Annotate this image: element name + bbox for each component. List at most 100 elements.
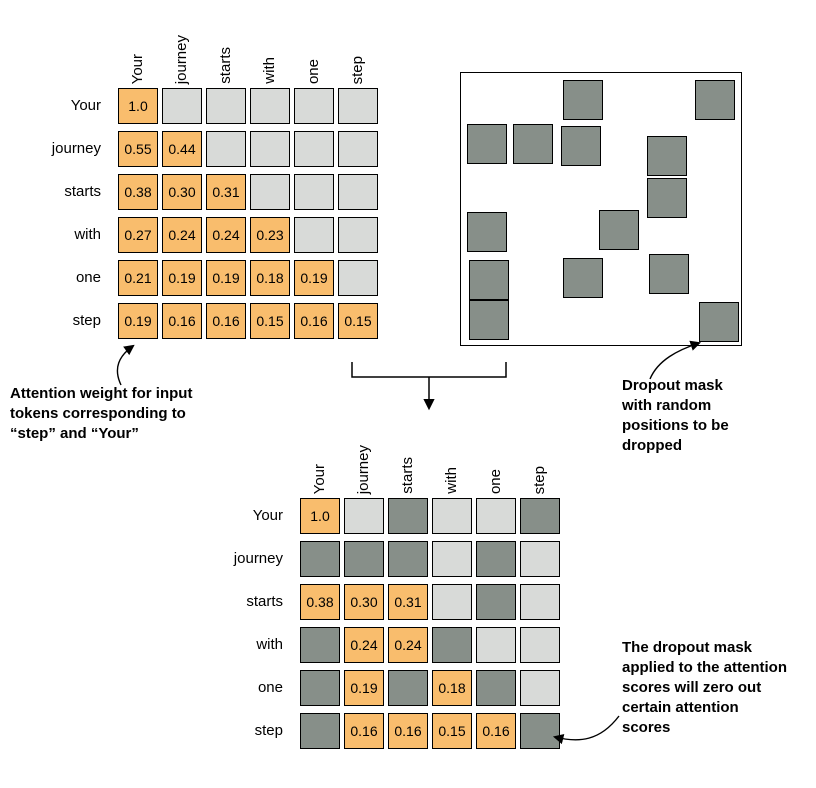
attn-cell-Your-Your: 1.0 (118, 88, 158, 124)
attn-row-label-Your: Your (70, 97, 101, 114)
result-cell-Your-journey (344, 498, 384, 534)
result-cell-starts-starts: 0.31 (388, 584, 428, 620)
result-row-label-with: with (256, 636, 283, 653)
result-cell-step-with: 0.15 (432, 713, 472, 749)
attn-cell-journey-starts (206, 131, 246, 167)
result-cell-journey-one (476, 541, 516, 577)
result-col-label-journey: journey (354, 444, 372, 494)
mask-square-1-4 (647, 136, 687, 176)
mask-square-0-2 (563, 80, 603, 120)
attention-weight-annotation: Attention weight for input tokens corres… (10, 385, 193, 442)
attn-cell-step-Your: 0.19 (118, 303, 158, 339)
attn-col-label-one: one (304, 58, 322, 84)
attention-note-arrow (116, 344, 135, 386)
result-cell-starts-step (520, 584, 560, 620)
result-row-label-journey: journey (233, 550, 283, 567)
result-cell-step-step (520, 713, 560, 749)
mask-square-4-4 (649, 254, 689, 294)
result-row-label-Your: Your (252, 507, 283, 524)
result-cell-Your-with (432, 498, 472, 534)
attn-cell-with-Your: 0.27 (118, 217, 158, 253)
result-row-label-starts: starts (246, 593, 283, 610)
attn-cell-one-with: 0.18 (250, 260, 290, 296)
result-cell-one-starts (388, 670, 428, 706)
attn-cell-Your-journey (162, 88, 202, 124)
attn-cell-journey-Your: 0.55 (118, 131, 158, 167)
result-col-label-one: one (486, 468, 504, 494)
attn-cell-one-journey: 0.19 (162, 260, 202, 296)
result-cell-with-with (432, 627, 472, 663)
attn-row-label-journey: journey (51, 140, 101, 157)
attn-row-label-one: one (75, 269, 101, 286)
mask-square-0-5 (695, 80, 735, 120)
attn-cell-one-one: 0.19 (294, 260, 334, 296)
attn-cell-step-starts: 0.16 (206, 303, 246, 339)
result-cell-starts-one (476, 584, 516, 620)
attn-cell-step-one: 0.16 (294, 303, 334, 339)
mask-square-5-5 (699, 302, 739, 342)
mask-square-5-0 (469, 300, 509, 340)
result-note-arrow (552, 715, 620, 745)
result-cell-step-one: 0.16 (476, 713, 516, 749)
attn-col-label-Your: Your (128, 53, 146, 84)
attn-row-label-step: step (72, 312, 101, 329)
result-cell-starts-with (432, 584, 472, 620)
result-cell-journey-step (520, 541, 560, 577)
attn-cell-step-journey: 0.16 (162, 303, 202, 339)
mask-note-arrow (649, 340, 701, 380)
attn-cell-starts-one (294, 174, 334, 210)
result-cell-Your-Your: 1.0 (300, 498, 340, 534)
result-cell-one-with: 0.18 (432, 670, 472, 706)
attn-cell-with-step (338, 217, 378, 253)
result-col-label-with: with (442, 467, 460, 494)
attn-cell-Your-with (250, 88, 290, 124)
mask-square-2-4 (647, 178, 687, 218)
attn-cell-with-starts: 0.24 (206, 217, 246, 253)
attn-cell-starts-Your: 0.38 (118, 174, 158, 210)
result-cell-with-one (476, 627, 516, 663)
mask-square-4-0 (469, 260, 509, 300)
result-cell-with-Your (300, 627, 340, 663)
attn-cell-starts-with (250, 174, 290, 210)
result-cell-one-one (476, 670, 516, 706)
result-cell-journey-starts (388, 541, 428, 577)
dropout-mask-annotation: Dropout mask with random positions to be… (622, 377, 729, 454)
attn-cell-Your-step (338, 88, 378, 124)
attn-cell-starts-step (338, 174, 378, 210)
result-col-label-step: step (530, 465, 548, 494)
result-cell-journey-journey (344, 541, 384, 577)
attn-row-label-starts: starts (64, 183, 101, 200)
attn-cell-journey-one (294, 131, 334, 167)
attn-cell-Your-starts (206, 88, 246, 124)
mask-square-1-2 (561, 126, 601, 166)
attn-row-label-with: with (74, 226, 101, 243)
result-cell-Your-one (476, 498, 516, 534)
result-cell-journey-with (432, 541, 472, 577)
attn-col-label-starts: starts (216, 47, 234, 84)
attn-cell-with-one (294, 217, 334, 253)
result-cell-with-starts: 0.24 (388, 627, 428, 663)
result-cell-one-step (520, 670, 560, 706)
result-cell-step-Your (300, 713, 340, 749)
attn-cell-one-starts: 0.19 (206, 260, 246, 296)
attn-cell-step-with: 0.15 (250, 303, 290, 339)
mask-square-4-2 (563, 258, 603, 298)
result-cell-starts-journey: 0.30 (344, 584, 384, 620)
attn-col-label-step: step (348, 55, 366, 84)
result-col-label-Your: Your (310, 463, 328, 494)
attn-cell-Your-one (294, 88, 334, 124)
result-row-label-step: step (254, 722, 283, 739)
attn-cell-journey-journey: 0.44 (162, 131, 202, 167)
attn-cell-journey-step (338, 131, 378, 167)
mask-square-1-1 (513, 124, 553, 164)
attn-cell-journey-with (250, 131, 290, 167)
attn-cell-with-journey: 0.24 (162, 217, 202, 253)
result-cell-with-journey: 0.24 (344, 627, 384, 663)
result-row-label-one: one (257, 679, 283, 696)
result-cell-one-journey: 0.19 (344, 670, 384, 706)
result-cell-journey-Your (300, 541, 340, 577)
attn-cell-starts-journey: 0.30 (162, 174, 202, 210)
merge-bracket (351, 362, 507, 378)
